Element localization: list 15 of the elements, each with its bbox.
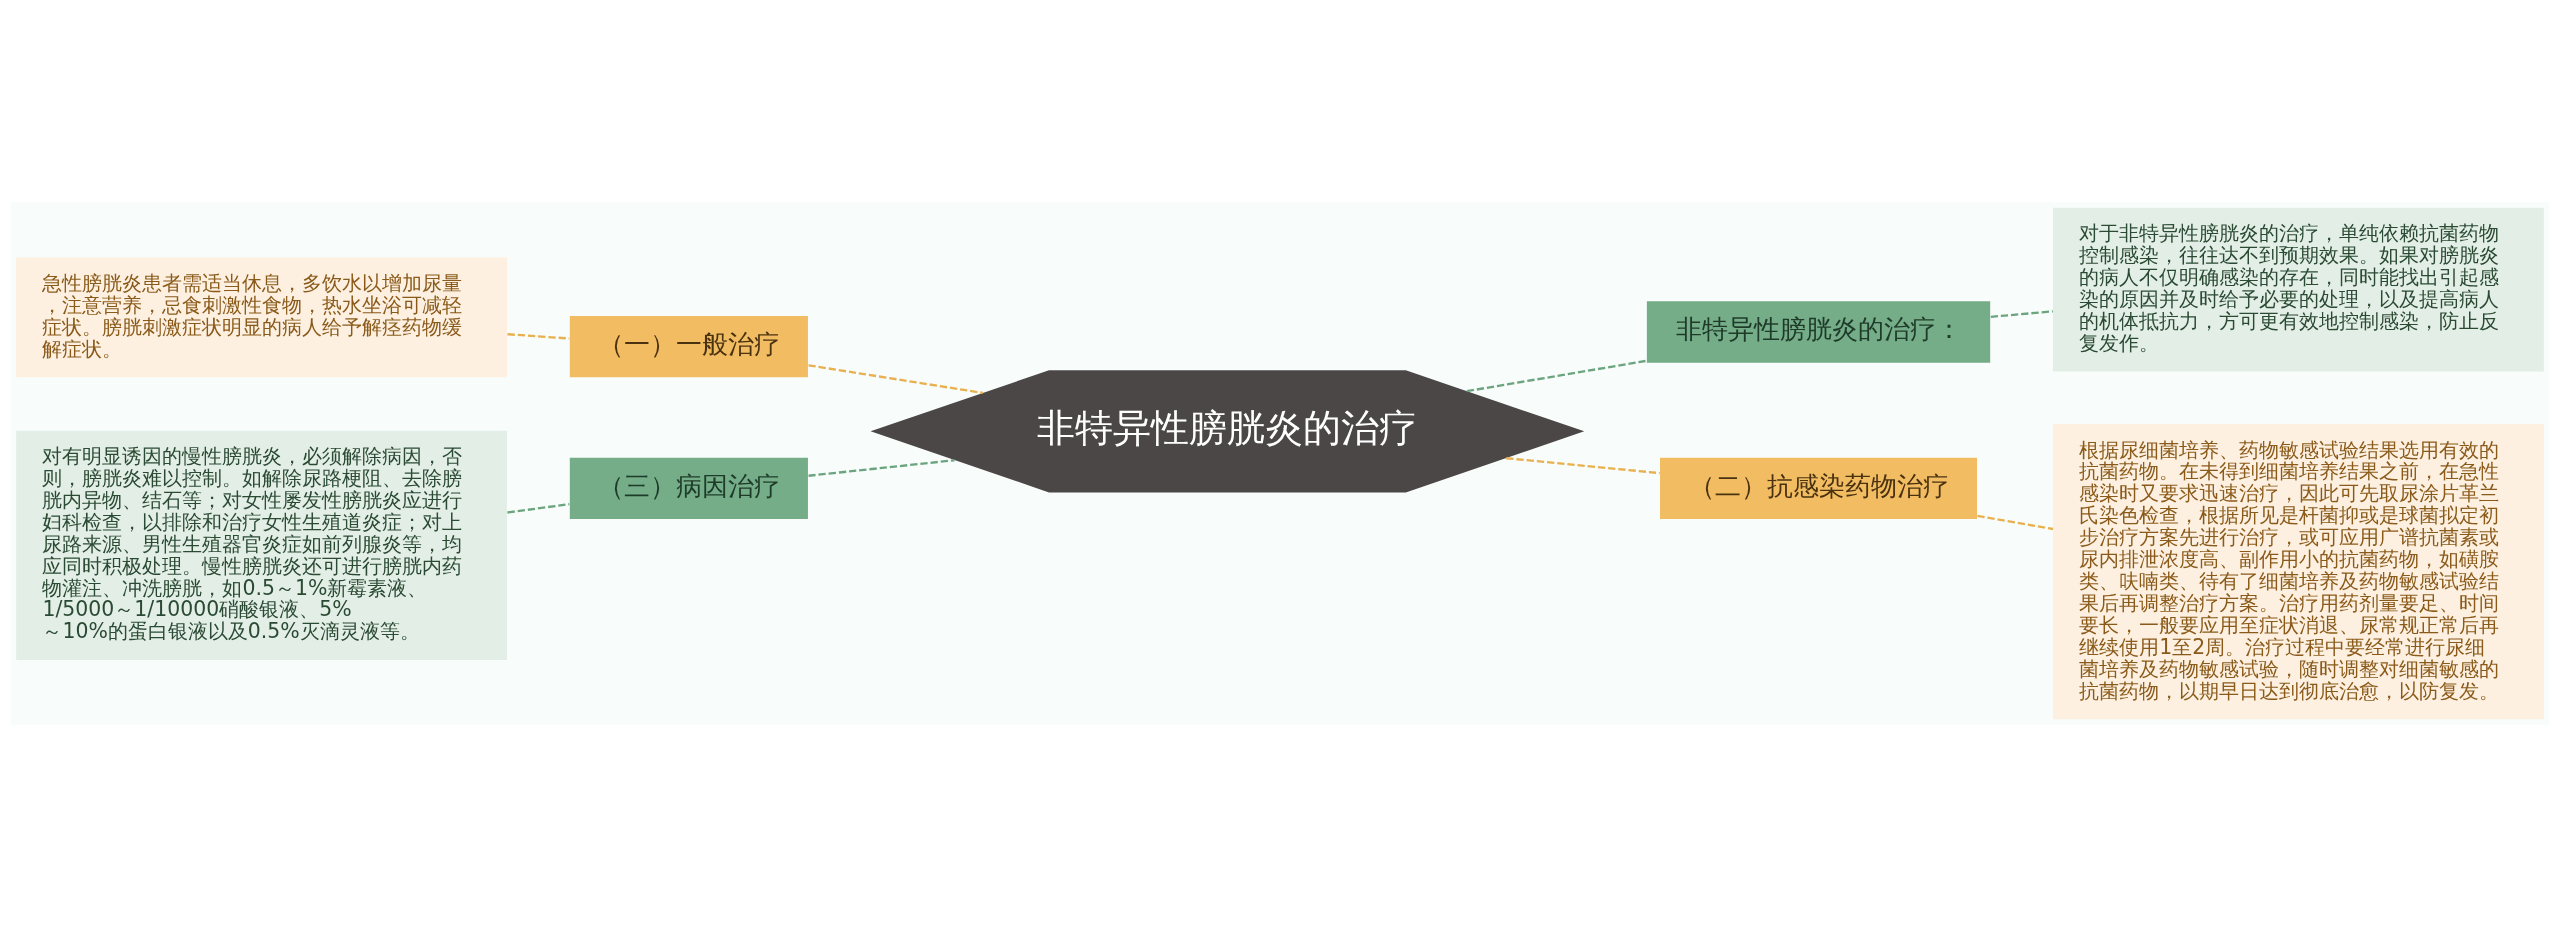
node-box: 对于非特异性膀胱炎的治疗，单纯依赖抗菌药物控制感染，往往达不到预期效果。如果对膀胱炎的病人不仅明确感染的存在，同时能找出引起感染的原因并及时给予必要的处理，以及提高病人的机体抵抗力，方可更有效地控制感染，防止反复发作。 (2053, 207, 2544, 372)
node-box: 根据尿细菌培养、药物敏感试验结果选用有效的抗菌药物。在未得到细菌培养结果之前，在急性感染时又要求迅速治疗，因此可先取尿涂片革兰氏染色检查，根据所见是杆菌抑或是球菌拟定初步治疗方案先进行治疗，或可应用广谱抗菌素或尿内排泄浓度高、副作用小的抗菌药物，如磺胺类、呋喃类、待有了细菌培养及药物敏感试验结果后再调整治疗方案。治疗用药剂量要足、时间要长，一般要应用至症状消退、尿常规正常后再继续使用1至2周。治疗过程中要经常进行尿细菌培养及药物敏感试验，随时调整对细菌敏感的抗菌药物，以期早日达到彻底治愈，以防复发。 (2053, 424, 2544, 720)
node-box: （二）抗感染药物治疗 (1660, 457, 1978, 519)
node-box: 急性膀胱炎患者需适当休息，多饮水以增加尿量，注意营养，忌食刺激性食物，热水坐浴可减轻症状。膀胱刺激症状明显的病人给予解痉药物缓解症状。 (16, 257, 507, 378)
connector (1977, 514, 2054, 531)
connector (1506, 457, 1660, 475)
node-box: 非特异性膀胱炎的治疗： (1646, 301, 1991, 363)
node-box: （三）病因治疗 (569, 457, 808, 519)
connector (808, 459, 955, 477)
node-box: 对有明显诱因的慢性膀胱炎，必须解除病因，否则，膀胱炎难以控制。如解除尿路梗阻、去除膀胱内异物、结石等；对女性屡发性膀胱炎应进行妇科检查，以排除和治疗女性生殖道炎症；对上尿路来源、男性生殖器官炎症如前列腺炎等，均应同时积极处理。慢性膀胱炎还可进行膀胱内药物灌注、冲洗膀胱，如0.5～1%新霉素液、1/5000～1/10000硝酸银液、5%～10%的蛋白银液以及0.5%灭滴灵液等。 (16, 430, 507, 660)
connector (1466, 359, 1647, 393)
node-box: （一）一般治疗 (569, 315, 808, 378)
connector (1990, 310, 2053, 318)
connector (808, 364, 984, 395)
connector (507, 503, 570, 514)
